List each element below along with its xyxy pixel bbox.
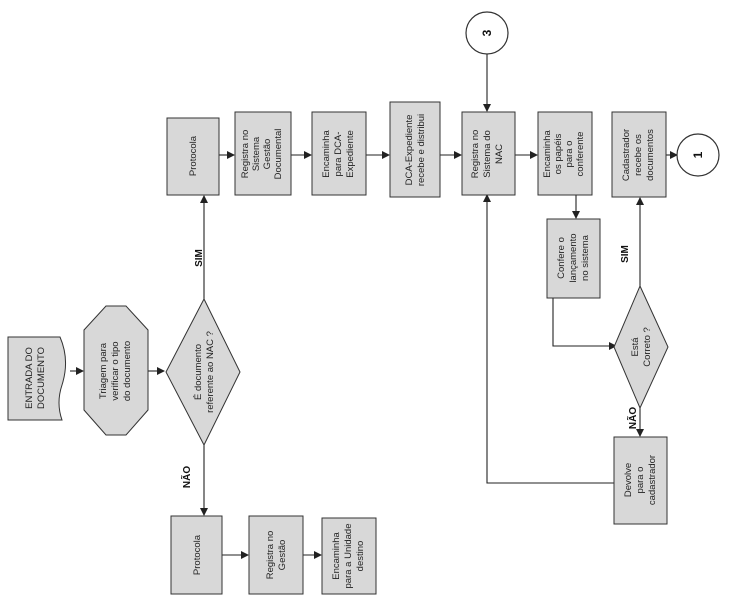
protocola-bottom-line-1: Protocola xyxy=(192,534,203,575)
node-registra-gestao-doc: Registra no Sistema Gestão Documental xyxy=(234,111,292,196)
entrada-line-1: ENTRADA DO xyxy=(24,347,35,409)
decisao-nac-line-1: É documento xyxy=(193,344,204,400)
encaminha-dca-line-2: para DCA- xyxy=(333,132,344,177)
registra-gd-line-4: Documental xyxy=(273,129,284,180)
confere-line-2: lançamento xyxy=(568,233,579,282)
cadastrador-line-2: recebe os xyxy=(633,134,644,176)
registra-nac-line-3: NAC xyxy=(494,144,505,164)
connector-3-label: 3 xyxy=(480,29,494,36)
node-encaminha-dca: Encaminha para DCA- Expediente xyxy=(311,111,367,196)
node-dca-recebe: DCA-Expediente recebe e distribui xyxy=(389,101,441,198)
decisao-correto-line-1: Está xyxy=(630,337,641,357)
edge-label-nao-correto: NÃO xyxy=(626,407,639,429)
devolve-line-2: para o xyxy=(635,467,646,494)
registra-gestao-line-1: Registra no xyxy=(265,531,276,580)
encaminha-papeis-line-1: Encaminha xyxy=(542,130,553,178)
encaminha-dca-line-1: Encaminha xyxy=(321,130,332,178)
encaminha-papeis-line-3: para o xyxy=(564,141,575,168)
node-decisao-correto: Está Correto ? xyxy=(613,284,669,410)
decisao-nac-line-2: referente ao NAC ? xyxy=(205,331,216,413)
node-cadastrador-recebe: Cadastrador recebe os documentos xyxy=(611,111,667,198)
confere-line-1: Confere o xyxy=(556,237,567,279)
node-encaminha-unidade: Encaminha para a Unidade destino xyxy=(321,517,377,595)
devolve-line-3: cadastrador xyxy=(647,455,658,505)
registra-nac-line-2: Sistema do xyxy=(482,130,493,178)
encaminha-dca-line-3: Expediente xyxy=(345,130,356,178)
connector-1-label: 1 xyxy=(691,151,705,158)
encaminha-papeis-line-4: conferente xyxy=(575,132,586,177)
edge-label-sim-nac: SIM xyxy=(194,249,205,267)
devolve-line-1: Devolve xyxy=(623,463,634,497)
encaminha-unidade-line-1: Encaminha xyxy=(331,532,342,580)
registra-gd-line-2: Sistema xyxy=(251,136,262,171)
node-registra-nac: Registra no Sistema do NAC xyxy=(461,111,516,196)
dca-recebe-line-1: DCA-Expediente xyxy=(404,115,415,186)
node-protocola-bottom: Protocola xyxy=(170,515,223,595)
node-encaminha-papeis: Encaminha os papéis para o conferente xyxy=(537,111,593,196)
triagem-line-1: Triagem para xyxy=(98,342,109,399)
confere-line-3: no sistema xyxy=(580,234,591,281)
entrada-line-2: DOCUMENTO xyxy=(36,347,47,409)
node-triagem: Triagem para verificar o tipo do documen… xyxy=(83,305,149,436)
edge-label-sim-correto: SIM xyxy=(620,245,631,263)
edge-label-nao-nac: NÃO xyxy=(180,466,193,488)
node-entrada: ENTRADA DO DOCUMENTO xyxy=(7,336,66,421)
connector-3: 3 xyxy=(465,11,509,55)
protocola-top-line-1: Protocola xyxy=(188,135,199,176)
registra-gestao-line-2: Gestão xyxy=(277,540,288,571)
node-devolve: Devolve para o cadastrador xyxy=(613,436,668,525)
encaminha-papeis-line-2: os papéis xyxy=(553,133,564,174)
connector-1: 1 xyxy=(676,133,720,177)
cadastrador-line-3: documentos xyxy=(645,129,656,181)
registra-nac-line-1: Registra no xyxy=(470,130,481,179)
encaminha-unidade-line-2: para a Unidade xyxy=(343,524,354,589)
cadastrador-line-1: Cadastrador xyxy=(621,129,632,181)
registra-gd-line-1: Registra no xyxy=(240,130,251,179)
node-registra-gestao: Registra no Gestão xyxy=(248,515,304,595)
decisao-correto-line-2: Correto ? xyxy=(642,327,653,367)
registra-gd-line-3: Gestão xyxy=(262,139,273,170)
encaminha-unidade-line-3: destino xyxy=(355,541,366,572)
connector-lines xyxy=(70,54,678,559)
node-confere: Confere o lançamento no sistema xyxy=(546,218,601,299)
node-protocola-top: Protocola xyxy=(166,117,220,196)
triagem-line-3: do documento xyxy=(122,341,133,401)
node-decisao-nac: É documento referente ao NAC ? xyxy=(165,297,241,447)
dca-recebe-line-2: recebe e distribui xyxy=(416,114,427,186)
triagem-line-2: verificar o tipo xyxy=(110,341,121,400)
